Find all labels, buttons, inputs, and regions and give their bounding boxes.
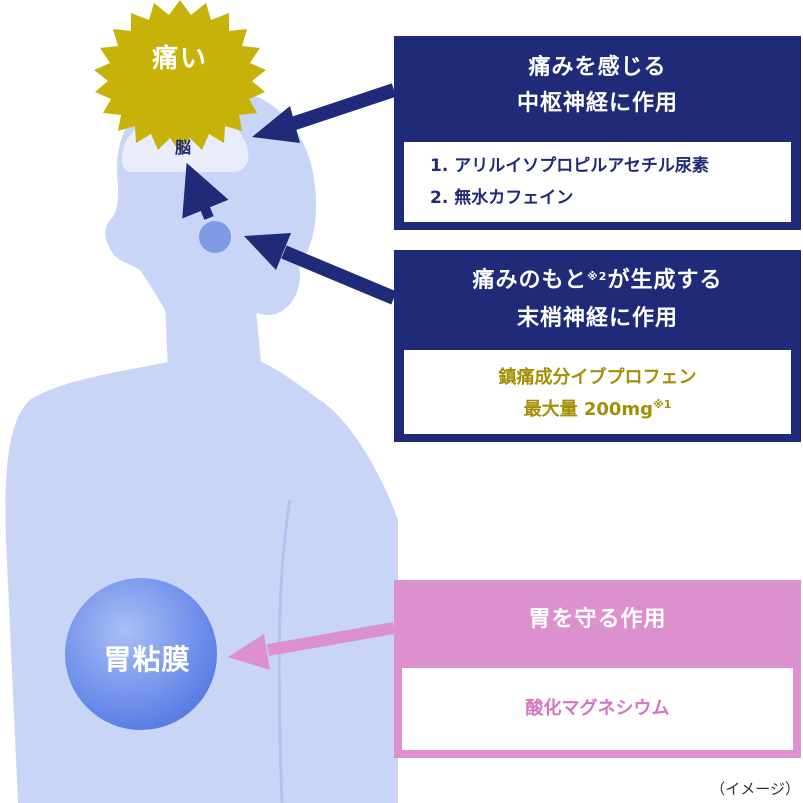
central-item-1: 1. アリルイソプロピルアセチル尿素 xyxy=(430,156,709,176)
nerve-dot xyxy=(199,221,231,253)
central-title-line2: 中枢神経に作用 xyxy=(516,91,678,116)
stomach-circle xyxy=(65,578,217,730)
peripheral-ingredient: 鎮痛成分イブプロフェン 最大量 200mg※1 xyxy=(404,350,791,434)
ibuprofen-label: 鎮痛成分イブプロフェン xyxy=(498,367,697,388)
peripheral-nerve-title: 痛みのもと※2が生成する 末梢神経に作用 xyxy=(394,262,801,338)
footnote-mark-1: ※1 xyxy=(653,398,672,411)
central-arrow xyxy=(252,83,397,143)
central-nerve-box: 痛みを感じる 中枢神経に作用 1. アリルイソプロピルアセチル尿素 2. 無水カ… xyxy=(394,36,801,230)
brain-label: 脳 xyxy=(174,138,191,157)
gastric-mucosa-label: 胃粘膜 xyxy=(103,643,191,676)
stomach-protection-title: 胃を守る作用 xyxy=(528,607,667,632)
central-title-line1: 痛みを感じる xyxy=(528,55,667,80)
pain-starburst xyxy=(94,0,266,152)
central-ingredient-list: 1. アリルイソプロピルアセチル尿素 2. 無水カフェイン xyxy=(404,142,791,222)
arm-line xyxy=(277,499,292,803)
peripheral-title-line1: 痛みのもと※2が生成する xyxy=(472,268,723,293)
image-caption: （イメージ） xyxy=(710,780,800,798)
stomach-protection-box: 胃を守る作用 酸化マグネシウム xyxy=(394,580,801,758)
central-item-2: 2. 無水カフェイン xyxy=(430,188,574,208)
footnote-mark-2: ※2 xyxy=(587,270,608,283)
dose-label: 最大量 200mg※1 xyxy=(523,398,672,420)
stomach-arrow xyxy=(228,622,396,670)
nerve-to-brain-arrow xyxy=(182,162,229,220)
magnesium-oxide-label: 酸化マグネシウム xyxy=(402,668,793,750)
peripheral-title-line2: 末梢神経に作用 xyxy=(516,306,678,331)
peripheral-nerve-box: 痛みのもと※2が生成する 末梢神経に作用 鎮痛成分イブプロフェン 最大量 200… xyxy=(394,250,801,442)
central-nerve-title: 痛みを感じる 中枢神経に作用 xyxy=(394,50,801,122)
peripheral-arrow xyxy=(244,233,397,305)
pain-label: 痛い xyxy=(151,44,208,74)
